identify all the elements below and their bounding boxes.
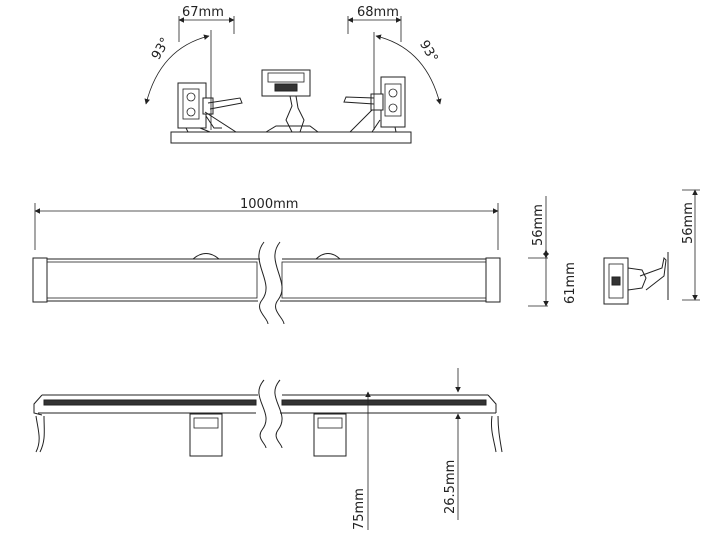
dim-side-56mm-label: 56mm [681,202,696,244]
center-fixture [261,69,319,133]
angle-right-label: 93° [416,38,441,65]
dim-56mm-label: 56mm [531,204,546,246]
dim-68mm-label: 68mm [357,5,399,20]
angle-left-label: 93° [149,35,174,62]
side-view: 56mm 61mm 56mm [528,189,700,307]
front-view: 1000mm [32,197,501,325]
left-fixture [177,82,243,133]
dim-26-5mm-label: 26.5mm [443,460,458,514]
dim-75mm-label: 75mm [352,488,367,530]
right-fixture [343,76,406,133]
dim-67mm-label: 67mm [182,5,224,20]
top-view: 67mm 68mm 93° 93° [144,5,442,144]
dim-61mm-label: 61mm [563,262,578,304]
dim-1000mm-label: 1000mm [240,197,298,212]
bottom-view: 75mm 26.5mm [33,368,503,530]
